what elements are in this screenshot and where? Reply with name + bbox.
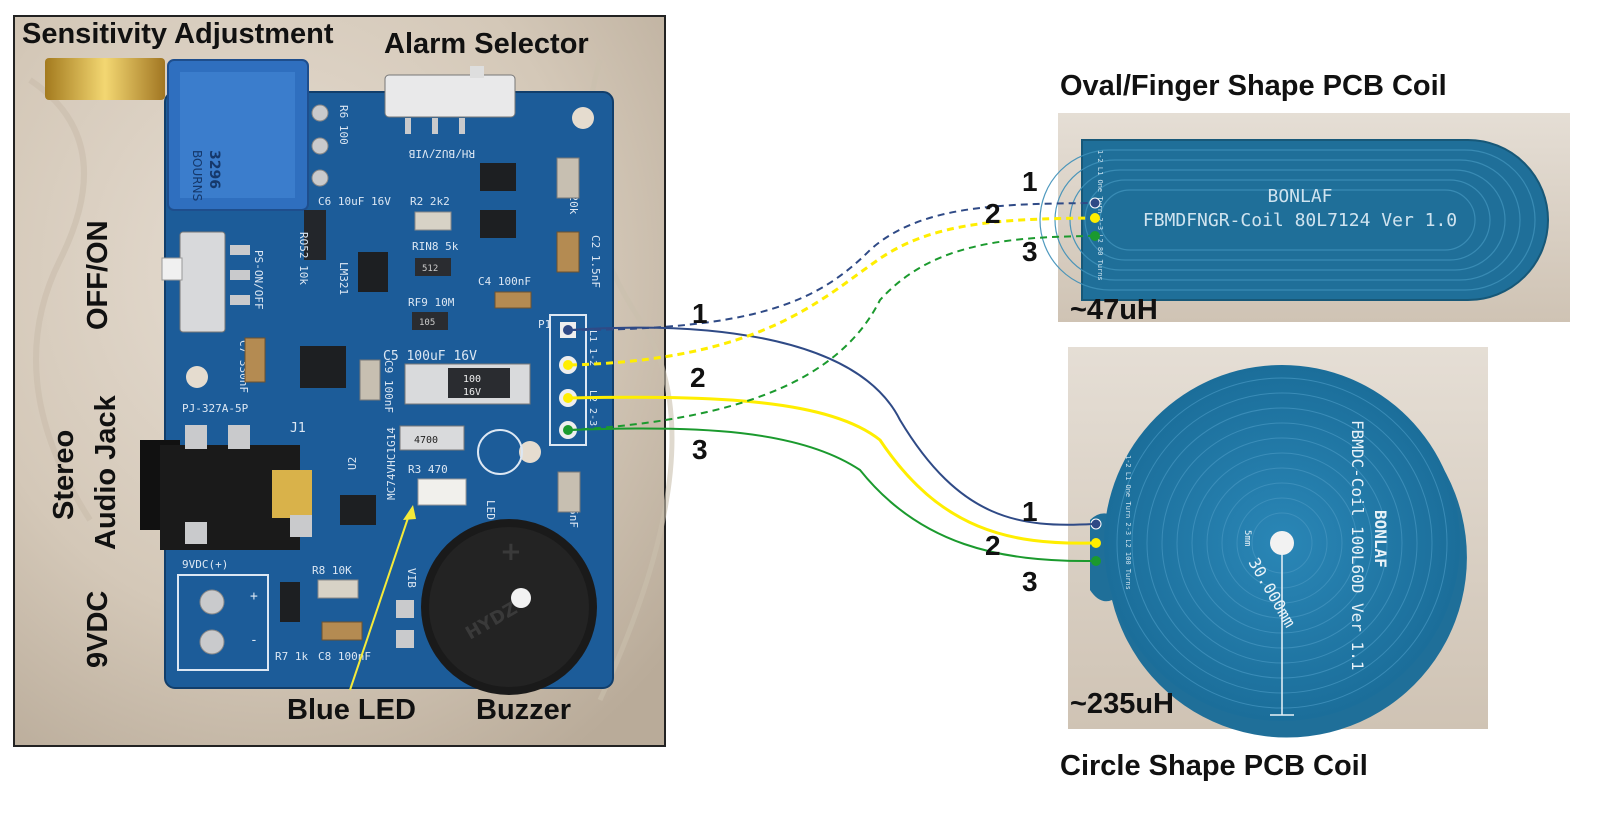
power-terminal: + -	[177, 574, 269, 671]
oval-pin-2-number: 2	[985, 198, 1001, 229]
rin8-label: RIN8 5k	[412, 240, 459, 253]
cap-value-label: 100	[463, 374, 481, 385]
pot-ref-label: R6 100	[337, 105, 350, 145]
c2-label: C2 1.5nF	[589, 235, 602, 288]
circle-brand-label: BONLAF	[1371, 510, 1390, 568]
circle-coil-photo: 30.000mm 5mm BONLAF FBMDC-Coil 100L60D V…	[1068, 347, 1488, 738]
r3-label: R3 470	[408, 463, 448, 476]
ps-label: PS-ON/OFF	[252, 250, 265, 310]
off-on-label: OFF/ON	[82, 220, 114, 330]
trimmer-brand-label: BOURNS	[190, 150, 204, 201]
oval-inductance-label: ~47uH	[1070, 294, 1158, 326]
wire-2-solid	[569, 395, 1094, 545]
l2-label: L2 2-3	[587, 390, 598, 426]
c6-label: C6 10uF 16V	[318, 195, 391, 208]
r-small2-label: 512	[422, 264, 438, 274]
alarm-selector-switch: RH/BUZ/VIB	[384, 66, 516, 160]
oval-pads-label: 1-2 L1 One Turn 2-3 L2 80 Turns	[1096, 150, 1104, 281]
buzzer-label: Buzzer	[476, 694, 572, 726]
board-pin-1-number: 1	[692, 298, 708, 329]
oval-coil-photo: 1-2 L1 One Turn 2-3 L2 80 Turns BONLAF F…	[1039, 113, 1570, 322]
oval-model-label: FBMDFNGR-Coil 80L7124 Ver 1.0	[1143, 210, 1457, 231]
circle-pads-label: 1-2 L1 One Turn 2-3 L2 100 Turns	[1124, 455, 1132, 590]
led-label: LED	[484, 500, 497, 520]
r-small-label: 105	[419, 318, 435, 328]
circle-pin-1-number: 1	[1022, 496, 1038, 527]
wire-2-dashed	[569, 216, 1093, 367]
circle-inductance-label: ~235uH	[1070, 688, 1174, 720]
p1-connector: P1 L1 1-2 L2 2-3	[538, 314, 598, 446]
svg-text:+: +	[500, 537, 522, 567]
circle-pin-3-number: 3	[1022, 566, 1038, 597]
circle-model-label: FBMDC-Coil 100L60D Ver 1.1	[1348, 420, 1367, 670]
oval-brand-label: BONLAF	[1267, 186, 1332, 207]
stereo-label: Stereo	[48, 429, 80, 520]
r2-label: R2 2k2	[410, 195, 450, 208]
board-photo: BOURNS 3296 R6 100 RH/BUZ/VIB PS-ON/OFF	[13, 15, 675, 747]
circle-hole-label: 5mm	[1242, 530, 1252, 546]
svg-text:+: +	[250, 589, 258, 604]
c4-label: C4 100nF	[478, 275, 531, 288]
sensitivity-adjustment-label: Sensitivity Adjustment	[22, 18, 334, 50]
buzzer-component: + HYDZ	[421, 519, 597, 695]
oval-pin-1-number: 1	[1022, 166, 1038, 197]
r8-label: R8 10K	[312, 564, 352, 577]
audio-jack-label: Audio Jack	[90, 395, 122, 550]
c9-label: C9 100nF	[382, 360, 395, 413]
power-switch: PS-ON/OFF	[161, 231, 265, 333]
p1-label: P1	[538, 318, 551, 331]
audio-jack	[140, 425, 312, 550]
u2-label: U2	[346, 457, 359, 470]
trimmer-model-label: 3296	[206, 150, 222, 189]
jack-part-label: PJ-327A-5P	[182, 402, 249, 415]
c5-label: C5 100uF 16V	[383, 349, 477, 364]
component-cluster: C6 10uF 16V R2 2k2 RIN8 5k 512 RO52 10k …	[182, 157, 602, 663]
circle-coil-title: Circle Shape PCB Coil	[1060, 750, 1368, 782]
oval-pin-3-number: 3	[1022, 236, 1038, 267]
r4-value-label: 4700	[414, 435, 438, 446]
alarm-selector-label: Alarm Selector	[384, 28, 589, 60]
trimmer-pot: BOURNS 3296 R6 100	[45, 58, 350, 211]
lm321-label: LM321	[337, 262, 350, 295]
blue-led-label: Blue LED	[287, 694, 416, 726]
wire-3-solid	[569, 427, 1094, 563]
j1-label: J1	[290, 421, 306, 436]
led-pointer-arrow	[349, 505, 416, 691]
power-label: 9VDC(+)	[182, 558, 228, 571]
board-pin-2-number: 2	[690, 362, 706, 393]
board-pin-3-number: 3	[692, 434, 708, 465]
ro52-label: RO52 10k	[297, 232, 310, 285]
slide-ref-label: RH/BUZ/VIB	[408, 147, 475, 160]
nine-vdc-label: 9VDC	[82, 590, 114, 668]
oval-coil-title: Oval/Finger Shape PCB Coil	[1060, 70, 1447, 102]
vib-label: VIB	[405, 568, 418, 588]
mcu-label: MC74VHC1G14	[385, 427, 398, 500]
circle-pin-2-number: 2	[985, 530, 1001, 561]
wire-1-dashed	[569, 202, 1093, 331]
wire-3-dashed	[569, 235, 1093, 431]
wires	[569, 202, 1094, 563]
r7-label: R7 1k	[275, 650, 308, 663]
svg-text:-: -	[250, 633, 258, 648]
cap-voltage-label: 16V	[463, 387, 481, 398]
wire-1-solid	[569, 326, 1094, 526]
l1-label: L1 1-2	[587, 330, 598, 366]
rf9-label: RF9 10M	[408, 296, 455, 309]
c8-label: C8 100nF	[318, 650, 371, 663]
